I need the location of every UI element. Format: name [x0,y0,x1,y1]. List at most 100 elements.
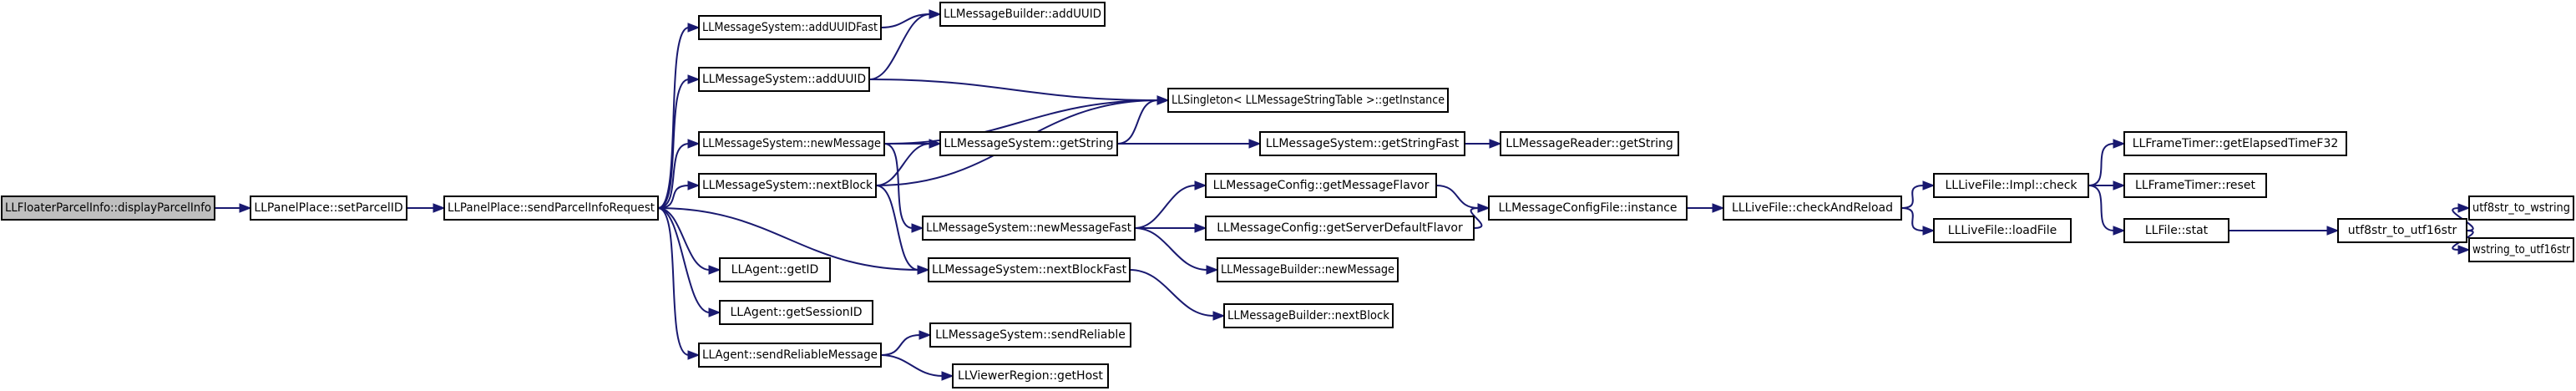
call-edge-arrowhead [1477,203,1490,213]
node-label: LLMessageSystem::newMessageFast [926,221,1131,235]
node-box [2337,218,2467,243]
call-edge [868,79,1159,101]
function-node[interactable]: LLMessageBuilder::newMessage [1217,257,1399,282]
function-node[interactable]: LLMessageBuilder::addUUID [939,2,1106,27]
function-node[interactable]: LLMessageReader::getString [1500,131,1679,156]
node-label: LLMessageBuilder::addUUID [944,8,1101,21]
node-label: LLPanelPlace::setParcelID [254,201,402,215]
call-edge-arrowhead [1194,180,1207,190]
node-label: utf8str_to_utf16str [2348,224,2457,237]
call-edge-arrowhead [911,223,924,233]
function-node[interactable]: LLMessageSystem::newMessageFast [922,216,1136,241]
call-edge [657,207,711,313]
call-edge-arrowhead [2113,139,2126,149]
call-edge [883,99,1159,145]
node-label: LLLiveFile::Impl::check [1945,179,2078,192]
call-edge-arrowhead [929,9,942,19]
node-label: LLPanelPlace::sendParcelInfoRequest [448,201,655,215]
function-node[interactable]: LLMessageBuilder::nextBlock [1223,303,1394,328]
call-edge-arrowhead [239,203,252,213]
call-edge-arrowhead [1206,265,1219,275]
call-edge-arrowhead [1922,180,1936,190]
node-label: LLFrameTimer::getElapsedTimeF32 [2133,137,2339,150]
call-edge-arrowhead [708,265,721,275]
function-node[interactable]: LLMessageSystem::nextBlock [698,173,877,198]
function-node[interactable]: LLMessageSystem::getStringFast [1259,131,1465,156]
function-node[interactable]: LLMessageSystem::addUUIDFast [698,15,882,40]
function-node[interactable]: LLPanelPlace::sendParcelInfoRequest [443,196,659,221]
node-box [250,196,407,221]
node-box [443,196,659,221]
node-box [2123,131,2347,156]
node-box [719,257,831,282]
call-edge [1470,207,1483,229]
function-node[interactable]: LLAgent::getID [719,257,831,282]
function-node[interactable]: LLMessageSystem::sendReliable [929,322,1131,348]
function-node[interactable]: LLViewerRegion::getHost [952,363,1109,388]
node-box [1723,196,1902,221]
function-node[interactable]: LLPanelPlace::setParcelID [250,196,407,221]
function-node[interactable]: LLLiveFile::Impl::check [1933,173,2089,198]
call-edge-arrowhead [1248,139,1262,149]
function-node[interactable]: LLAgent::sendReliableMessage [698,343,882,368]
call-edge [875,185,919,271]
call-edge-arrowhead [1194,223,1207,233]
node-box [939,2,1106,27]
node-box [928,257,1131,282]
function-node[interactable]: wstring_to_utf16str [2468,237,2574,262]
call-edge [657,27,690,209]
call-edge-arrowhead [433,203,446,213]
node-label: LLFile::stat [2145,224,2209,237]
function-node[interactable]: LLMessageConfig::getMessageFlavor [1205,173,1437,198]
node-label: wstring_to_utf16str [2472,243,2570,256]
function-node[interactable]: LLFrameTimer::reset [2123,173,2267,198]
call-edge [880,354,944,377]
node-box [1,196,215,221]
function-node[interactable]: LLMessageSystem::nextBlockFast [928,257,1131,282]
function-node[interactable]: utf8str_to_wstring [2468,196,2574,221]
node-box [2123,218,2229,243]
node-box [698,67,870,92]
node-label: LLAgent::getSessionID [730,306,862,319]
function-node[interactable]: LLMessageSystem::addUUID [698,67,870,92]
node-box [698,15,882,40]
call-edge-arrowhead [1489,139,1502,149]
node-label: LLMessageSystem::sendReliable [935,328,1126,342]
node-label: LLMessageConfig::getServerDefaultFlavor [1217,221,1463,235]
function-node[interactable]: LLSingleton< LLMessageStringTable >::get… [1167,88,1449,113]
node-label: LLFloaterParcelInfo::displayParcelInfo [5,201,211,215]
function-node[interactable]: utf8str_to_utf16str [2337,218,2467,243]
function-node[interactable]: LLFile::stat [2123,218,2229,243]
function-node[interactable]: LLLiveFile::checkAndReload [1723,196,1902,221]
function-node[interactable]: LLFrameTimer::getElapsedTimeF32 [2123,131,2347,156]
call-edge-arrowhead [929,139,942,149]
call-edge-arrowhead [941,371,954,381]
call-edge-arrowhead [2326,226,2340,236]
function-node[interactable]: LLMessageConfigFile::instance [1488,196,1688,221]
call-edge [657,79,690,209]
node-label: LLMessageSystem::getString [944,137,1113,150]
call-edge-arrowhead [2113,226,2126,236]
call-edge-arrowhead [2113,180,2126,190]
call-edge [657,143,690,209]
node-label: LLFrameTimer::reset [2135,179,2255,192]
function-node[interactable]: LLMessageSystem::getString [939,131,1118,156]
call-edge [1900,185,1925,209]
node-label: LLMessageSystem::getStringFast [1266,137,1460,150]
function-node[interactable]: LLMessageSystem::newMessage [698,131,885,156]
node-box [1488,196,1688,221]
function-node[interactable]: LLAgent::getSessionID [719,300,873,325]
call-edge [1900,207,1925,231]
node-box [922,216,1136,241]
call-edge [657,207,711,271]
function-node[interactable]: LLMessageConfig::getServerDefaultFlavor [1205,216,1475,241]
root-node: LLFloaterParcelInfo::displayParcelInfo [1,196,215,221]
call-edge [1129,269,1215,317]
call-edge-arrowhead [687,23,701,33]
call-graph-edges [215,9,2474,381]
node-label: LLMessageBuilder::nextBlock [1227,309,1390,322]
node-box [952,363,1109,388]
node-box [1933,218,2072,243]
node-label: LLSingleton< LLMessageStringTable >::get… [1172,94,1445,107]
function-node[interactable]: LLLiveFile::loadFile [1933,218,2072,243]
